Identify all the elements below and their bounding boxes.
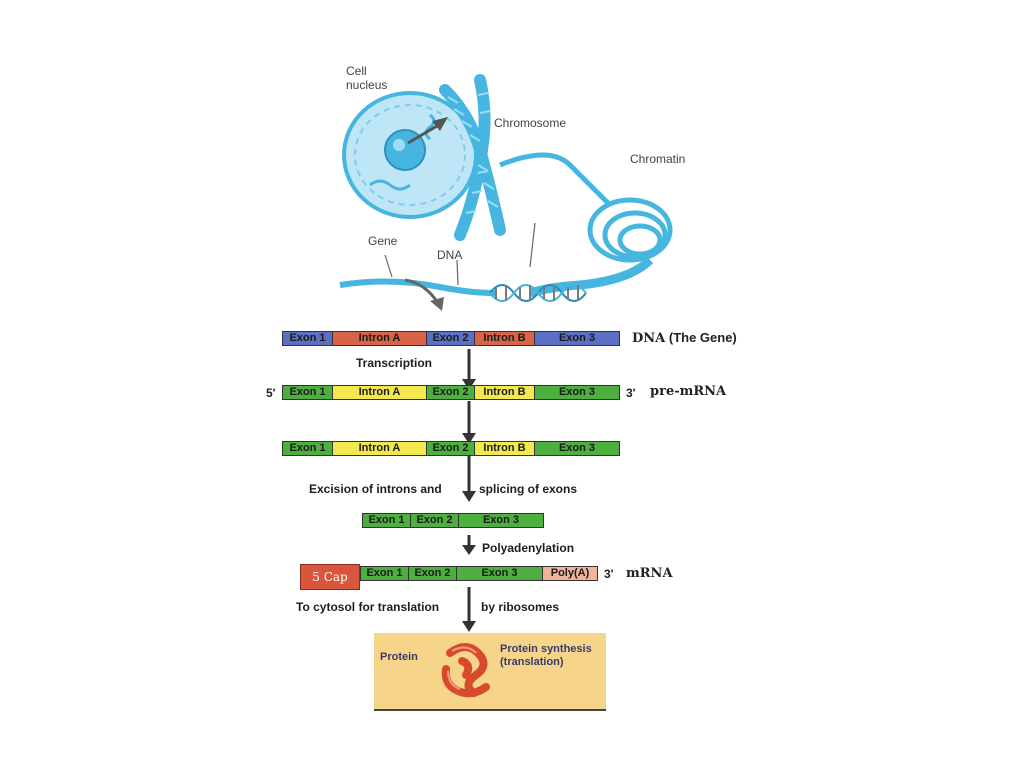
pre-mrna-exon-3: Exon 3 — [535, 386, 619, 399]
label-chromosome: Chromosome — [494, 116, 567, 130]
chromatin — [499, 152, 612, 207]
pre-mrna-intron-b: Intron B — [475, 386, 535, 399]
dna-bar: Exon 1 Intron A Exon 2 Intron B Exon 3 — [282, 331, 620, 346]
mrna-bar: Exon 1 Exon 2 Exon 3 Poly(A) — [360, 566, 598, 581]
pre-mrna-3-prime: 3' — [626, 386, 636, 400]
mrna-exon-3: Exon 3 — [457, 567, 543, 580]
capped-exon-2: Exon 2 — [427, 442, 475, 455]
flow-arrows — [462, 349, 476, 632]
step-polyadenylation: Polyadenylation — [482, 541, 575, 555]
step-transcription: Transcription — [356, 356, 433, 370]
protein-synthesis-box: Protein Protein synthesis (translation) — [374, 633, 606, 711]
mrna-tag: mRNA — [626, 566, 673, 581]
spliced-exon-1: Exon 1 — [363, 514, 411, 527]
mrna-exon-1: Exon 1 — [361, 567, 409, 580]
cell-illustration — [339, 74, 673, 311]
pre-mrna-bar: Exon 1 Intron A Exon 2 Intron B Exon 3 — [282, 385, 620, 400]
protein-icon — [441, 643, 490, 698]
capped-intron-a: Intron A — [333, 442, 427, 455]
five-cap: 5 Cap — [300, 564, 360, 590]
step-ribosomes: by ribosomes — [481, 600, 560, 614]
dna-strand — [339, 278, 496, 296]
capped-intron-b: Intron B — [475, 442, 535, 455]
step-cytosol: To cytosol for translation — [296, 600, 440, 614]
dna-exon-2: Exon 2 — [427, 332, 475, 345]
capped-pre-mrna-bar: Exon 1 Intron A Exon 2 Intron B Exon 3 — [282, 441, 620, 456]
spliced-bar: Exon 1 Exon 2 Exon 3 — [362, 513, 544, 528]
dna-tag: DNA (The Gene) — [632, 330, 737, 346]
mrna-3-prime: 3' — [604, 567, 614, 581]
pre-mrna-exon-1: Exon 1 — [283, 386, 333, 399]
dna-intron-a: Intron A — [333, 332, 427, 345]
protein-synthesis-label: Protein synthesis (translation) — [500, 643, 592, 669]
mrna-poly-a: Poly(A) — [543, 567, 597, 580]
label-gene: Gene — [368, 234, 398, 248]
spliced-exon-3: Exon 3 — [459, 514, 543, 527]
label-dna: DNA — [437, 248, 463, 262]
mrna-exon-2: Exon 2 — [409, 567, 457, 580]
protein-synthesis-line-1: Protein synthesis — [500, 643, 592, 655]
protein-synthesis-line-2: (translation) — [500, 656, 564, 668]
pre-mrna-intron-a: Intron A — [333, 386, 427, 399]
pre-mrna-tag: pre-mRNA — [650, 384, 727, 399]
pre-mrna-exon-2: Exon 2 — [427, 386, 475, 399]
pre-mrna-5-prime: 5' — [266, 386, 276, 400]
dna-tag-rest: (The Gene) — [665, 330, 737, 345]
label-chromatin: Chromatin — [630, 152, 686, 166]
step-splicing: splicing of exons — [479, 482, 578, 496]
label-cell-nucleus: Cell nucleus — [346, 64, 388, 92]
capped-exon-3: Exon 3 — [535, 442, 619, 455]
step-excision: Excision of introns and — [309, 482, 442, 496]
dna-exon-3: Exon 3 — [535, 332, 619, 345]
dna-exon-1: Exon 1 — [283, 332, 333, 345]
dna-intron-b: Intron B — [475, 332, 535, 345]
spliced-exon-2: Exon 2 — [411, 514, 459, 527]
capped-exon-1: Exon 1 — [283, 442, 333, 455]
dna-helix — [489, 284, 587, 302]
protein-label: Protein — [380, 651, 418, 663]
